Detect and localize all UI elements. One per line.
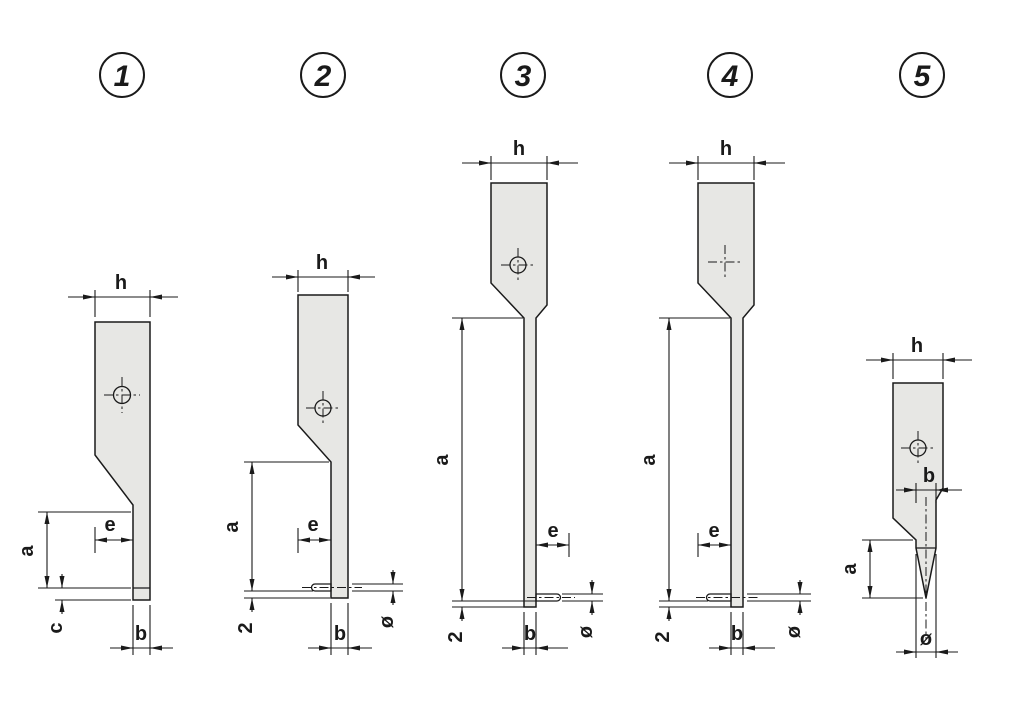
figure-4-hidden-hole-centerlines [708,245,742,279]
figure-3-hole [501,248,535,282]
figure-4-dim-two: 2 [652,606,731,643]
figure-3-dim-two: 2 [445,606,524,643]
figure-1-label-b: b [135,623,147,645]
figure-3-badge: 3 [500,52,546,98]
figure-5-dim-a: a [839,539,923,599]
figure-4-dim-b: b [709,612,775,655]
figure-1-label-a: a [16,545,38,557]
figure-2-dim-a: a [221,461,329,592]
figure-5-badge: 5 [899,52,945,98]
figure-1-label-c: c [45,622,67,633]
figure-2-label-h: h [316,252,328,274]
figure-2-label-b: b [334,623,346,645]
figure-1-label-e: e [104,514,115,536]
figure-2-hole [306,391,340,425]
figure-1-dim-b: b [110,605,173,655]
figure-2-dim-b: b [308,603,372,655]
figure-4: 4 h a e 2 [638,52,811,655]
figure-5-label-dia: ø [920,628,933,650]
figure-2-label-e: e [307,514,318,536]
figure-2-label-dia: ø [376,615,398,628]
figure-3-dim-h: h [462,138,578,180]
figure-2-label-two: 2 [235,622,257,633]
figure-2-label-a: a [221,521,243,533]
figure-5-number: 5 [914,60,932,93]
figure-1: 1 h a e c [16,52,178,655]
figure-4-number: 4 [721,60,739,93]
figure-3-dim-a: a [431,317,536,602]
figure-1-dim-a: a [16,511,131,589]
figure-2: 2 h a e [221,52,403,655]
figure-5-label-h: h [911,335,923,357]
figure-3-dim-b: b [502,612,568,655]
figure-5: 5 h b a [839,52,972,658]
figure-4-badge-circle [707,52,753,98]
figure-1-dim-e: e [94,514,133,553]
figure-3-label-e: e [547,520,558,542]
figure-2-part-outline [297,294,349,599]
figure-5-dim-h: h [866,335,972,379]
figure-3-part-outline [490,182,548,608]
figure-1-part-outline [94,321,151,601]
figure-5-dim-b: b [896,465,962,503]
figure-1-badge: 1 [99,52,145,98]
figure-4-dim-e: e [697,520,731,557]
figure-1-badge-circle [99,52,145,98]
figure-2-dim-two: 2 [235,597,330,634]
figure-2-dim-e: e [297,514,331,553]
figure-1-dim-h: h [68,272,178,317]
figure-4-label-b: b [731,623,743,645]
figure-1-number: 1 [114,60,131,93]
figure-4-dim-h: h [669,138,785,180]
figure-4-label-e: e [708,520,719,542]
figure-3-label-b: b [524,623,536,645]
figure-4-label-two: 2 [652,631,674,642]
figure-2-badge: 2 [300,52,346,98]
figure-1-dim-c: c [45,574,131,634]
figure-5-label-b: b [923,465,935,487]
figure-2-badge-circle [300,52,346,98]
figure-3-label-a: a [431,454,453,466]
figure-3: 3 h a e [431,52,603,655]
figure-1-label-h: h [115,272,127,294]
figure-3-foot [527,593,575,602]
figure-3-dim-e: e [536,520,570,557]
figure-5-dim-dia: ø [896,554,958,658]
figure-3-label-dia: ø [575,625,597,638]
figure-2-number: 2 [314,60,332,93]
figure-4-dim-a: a [638,317,730,602]
figure-4-foot [696,593,758,602]
figure-4-badge: 4 [707,52,753,98]
figure-5-badge-circle [899,52,945,98]
figure-5-hole [901,431,935,465]
figure-2-dim-dia: ø [352,570,403,628]
figure-2-foot [302,583,362,592]
figure-4-part-outline [697,182,755,608]
figure-3-label-h: h [513,138,525,160]
figure-1-hole [104,377,140,413]
figure-3-dim-dia: ø [562,580,603,638]
figure-4-label-dia: ø [783,625,805,638]
figure-4-dim-dia: ø [747,580,811,638]
figure-5-label-a: a [839,563,861,575]
figure-4-label-h: h [720,138,732,160]
figure-3-number: 3 [515,60,532,93]
figure-3-label-two: 2 [445,631,467,642]
figure-4-label-a: a [638,454,660,466]
figure-3-badge-circle [500,52,546,98]
figure-2-dim-h: h [272,252,375,292]
